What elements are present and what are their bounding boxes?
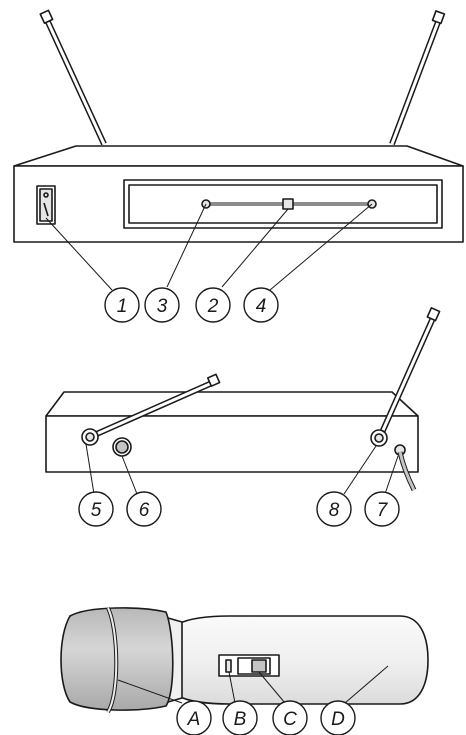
receiver-back-view [45,307,441,495]
mic-control-panel [218,654,280,677]
callout-7: 7 [364,491,400,527]
callout-2: 2 [195,287,231,323]
front-leader-lines [45,203,373,291]
callout-3-label: 3 [157,296,168,317]
callout-a-label: A [187,709,201,730]
callout-7-label: 7 [377,500,389,521]
back-leader-lines [85,443,399,495]
callout-b-label: B [234,709,247,730]
front-callouts: 1 3 2 4 [104,287,279,323]
callout-8: 8 [316,491,352,527]
left-antenna [39,9,107,146]
right-antenna [389,10,446,146]
antenna-connector-left [81,428,99,446]
audio-output-jack [112,437,132,457]
receiver-front-view [13,9,464,291]
callout-6: 6 [126,491,162,527]
receiver-back-panel [45,415,419,473]
back-callouts: 5 6 8 7 [78,491,400,527]
callout-5-label: 5 [91,500,102,521]
receiver-top-face [13,145,464,167]
callout-d-label: D [331,709,345,730]
callout-8-label: 8 [329,500,340,521]
callout-5: 5 [78,491,114,527]
back-left-antenna [90,373,221,439]
callout-b: B [222,700,258,735]
callout-1: 1 [104,287,140,323]
power-switch [36,185,56,225]
callout-c-label: C [283,709,297,730]
receiver-back-top-face [45,391,419,417]
callout-4: 4 [243,287,279,323]
callout-6-label: 6 [139,500,150,521]
back-right-antenna [377,307,441,439]
callout-c: C [272,700,308,735]
microphone-body [177,615,429,705]
callout-a: A [176,700,212,735]
callout-3: 3 [144,287,180,323]
callout-2-label: 2 [207,296,219,317]
callout-4-label: 4 [256,296,267,317]
mic-callouts: A B C D [176,700,356,735]
callout-1-label: 1 [117,296,128,317]
display-window [123,179,443,229]
mic-leader-lines [117,665,389,704]
handheld-microphone [60,607,429,714]
power-cable [394,444,417,492]
antenna-connector-right [370,429,388,447]
callout-d: D [320,700,356,735]
